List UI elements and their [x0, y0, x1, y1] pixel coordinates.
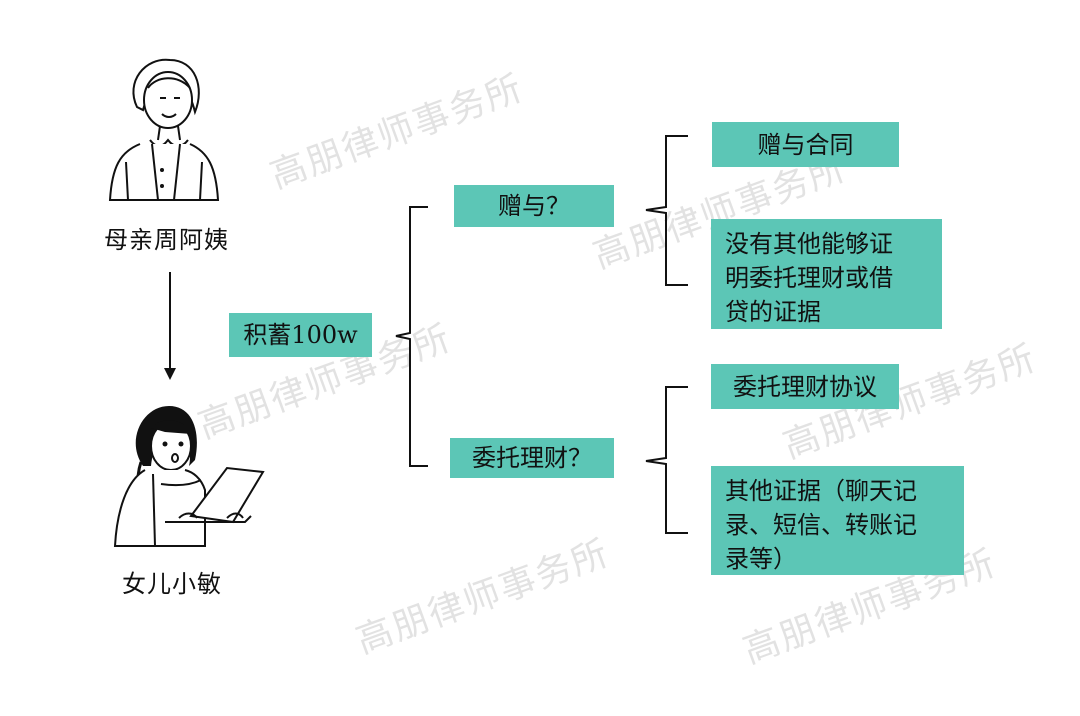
leaf-line: 录等）: [725, 545, 797, 573]
leaf-line: 录、短信、转账记: [725, 511, 917, 539]
leaf-other-evidence: 其他证据（聊天记 录、短信、转账记 录等）: [711, 466, 964, 575]
root-bracket: [395, 206, 428, 467]
leaf-line: 明委托理财或借: [725, 264, 893, 292]
branch-gift-box: 赠与？: [454, 185, 614, 227]
daughter-illustration: [113, 406, 265, 547]
root-savings-box: 积蓄100w: [229, 313, 372, 357]
arrow-head-icon: [164, 368, 176, 380]
leaf-gift-contract: 赠与合同: [712, 122, 899, 167]
leaf-line: 没有其他能够证: [725, 230, 893, 258]
gift-bracket: [645, 135, 688, 286]
branch-entrust-box: 委托理财？: [450, 438, 614, 478]
daughter-label: 女儿小敏: [122, 570, 222, 598]
leaf-no-other-evidence: 没有其他能够证 明委托理财或借 贷的证据: [711, 219, 942, 329]
leaf-entrust-agreement: 委托理财协议: [711, 364, 899, 409]
leaf-line: 贷的证据: [725, 298, 821, 326]
leaf-line: 其他证据（聊天记: [725, 477, 917, 505]
mother-illustration: [108, 58, 220, 201]
mother-label: 母亲周阿姨: [104, 226, 229, 254]
entrust-bracket: [645, 386, 688, 534]
